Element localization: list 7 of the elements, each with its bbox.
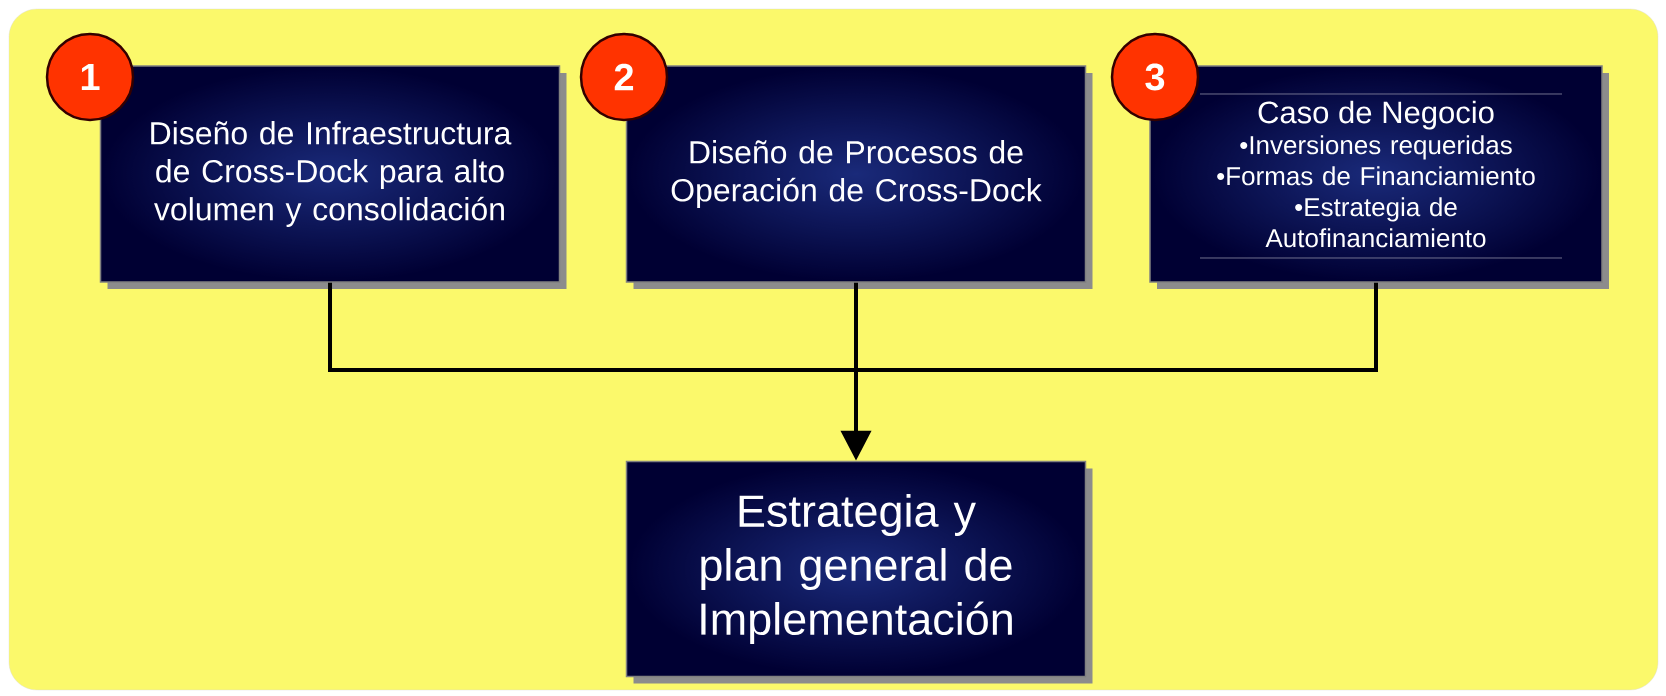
process-box: Estrategia y plan general de Implementación [625,460,1093,684]
process-box: Diseño de Infraestructura de Cross-Dock para alto volumen y consolidación [99,65,567,289]
connector-line [856,282,1378,372]
connector-line [854,282,858,370]
connector-line [328,282,856,372]
number-badge: 2 [579,32,669,122]
number-badge: 3 [1110,32,1200,122]
